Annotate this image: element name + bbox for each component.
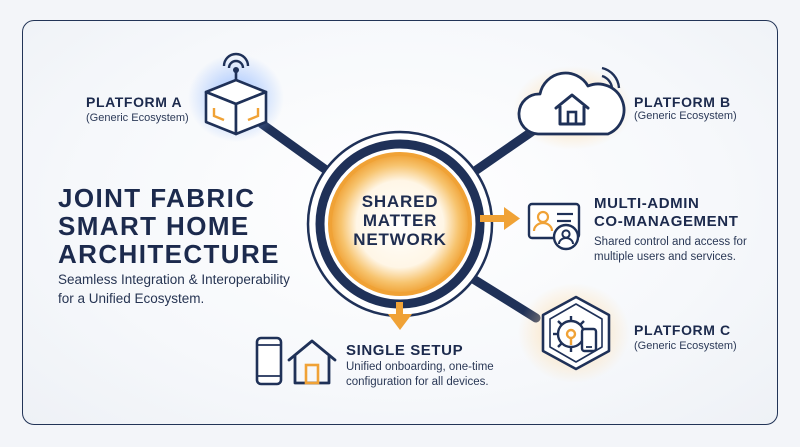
platform-b-label: PLATFORM B [634, 94, 731, 110]
cloud-home-icon [517, 66, 626, 136]
hub-label: SHARED MATTER NETWORK [345, 192, 455, 249]
multi-admin-desc-line-1: Shared control and access for [594, 236, 747, 248]
single-setup-desc-line-1: Unified onboarding, one-time [346, 361, 494, 373]
page-title-line-1: JOINT FABRIC [58, 183, 256, 213]
hub-label-line-3: NETWORK [353, 230, 447, 249]
platform-c-label: PLATFORM C [634, 322, 731, 338]
platform-a-sublabel: (Generic Ecosystem) [86, 112, 189, 124]
platform-b-sublabel: (Generic Ecosystem) [634, 110, 737, 122]
multi-admin-title: MULTI-ADMIN CO-MANAGEMENT [594, 195, 738, 231]
multi-admin-title-line-1: MULTI-ADMIN [594, 195, 700, 212]
single-setup-description: Unified onboarding, one-time configurati… [346, 360, 494, 390]
multi-admin-description: Shared control and access for multiple u… [594, 235, 747, 265]
hub-label-line-1: SHARED [361, 192, 439, 211]
single-setup-desc-line-2: configuration for all devices. [346, 376, 489, 388]
multi-admin-title-line-2: CO-MANAGEMENT [594, 213, 739, 230]
page-subtitle: Seamless Integration & Interoperability … [58, 270, 318, 308]
page-title: JOINT FABRIC SMART HOME ARCHITECTURE [58, 184, 318, 268]
hub-label-line-2: MATTER [362, 211, 438, 230]
platform-c-sublabel: (Generic Ecosystem) [634, 340, 737, 352]
gear-phone-icon [541, 295, 611, 371]
page-subtitle-line-1: Seamless Integration & Interoperability [58, 272, 290, 287]
admin-id-card-icon [527, 202, 581, 251]
page-title-line-2: SMART HOME [58, 211, 250, 241]
single-setup-title: SINGLE SETUP [346, 342, 464, 359]
phone-icon [255, 336, 283, 386]
page-title-line-3: ARCHITECTURE [58, 239, 280, 269]
page-subtitle-line-2: for a Unified Ecosystem. [58, 291, 205, 306]
cube-antenna-icon [204, 52, 268, 136]
platform-a-label: PLATFORM A [86, 94, 183, 110]
multi-admin-desc-line-2: multiple users and services. [594, 251, 736, 263]
house-icon [287, 339, 337, 385]
